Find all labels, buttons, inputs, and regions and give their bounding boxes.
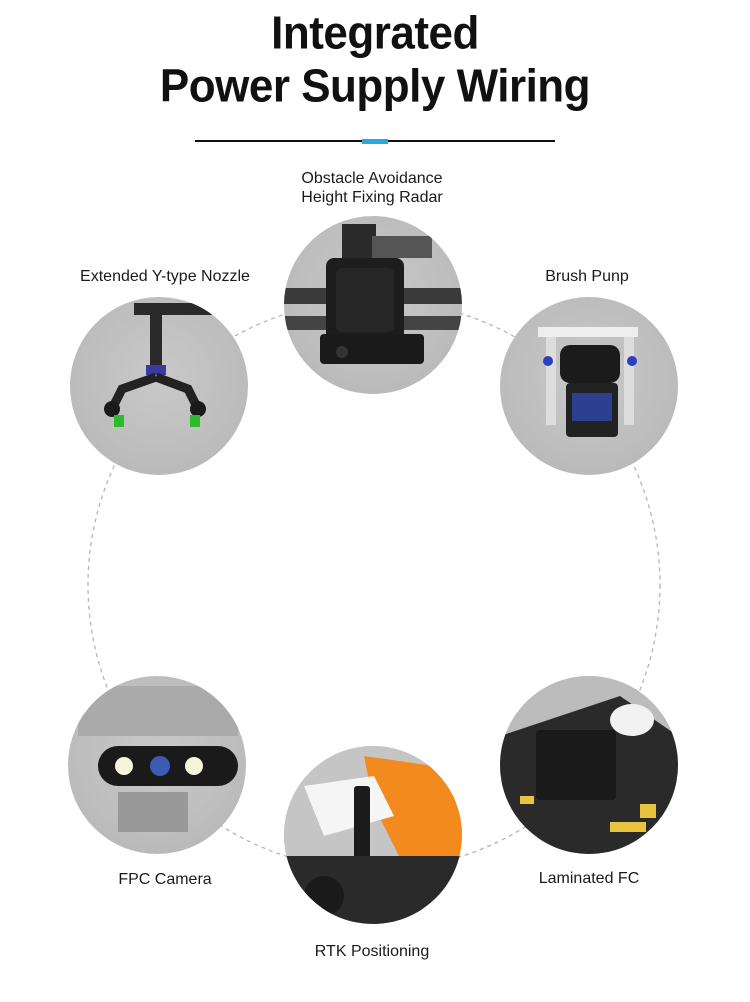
title-line-2: Power Supply Wiring — [159, 60, 591, 112]
rtk-label: RTK Positioning — [314, 943, 430, 960]
nozzle-image — [70, 297, 248, 475]
camera-label: FPC Camera — [118, 871, 212, 888]
fc-image — [500, 676, 678, 854]
fc-label: Laminated FC — [538, 870, 640, 887]
divider-accent — [362, 139, 388, 144]
nozzle-label: Extended Y-type Nozzle — [80, 268, 250, 285]
radar-label-line-1: Obstacle Avoidance — [301, 170, 443, 187]
radar-label: Obstacle Avoidance Height Fixing Radar — [272, 169, 472, 207]
page-title: Integrated Power Supply Wiring — [0, 7, 750, 113]
pump-label: Brush Punp — [545, 268, 629, 285]
title-line-1: Integrated — [271, 7, 479, 59]
camera-image — [68, 676, 246, 854]
rtk-image — [284, 746, 462, 924]
radar-label-line-2: Height Fixing Radar — [301, 189, 443, 206]
pump-image — [500, 297, 678, 475]
radar-image — [284, 216, 462, 394]
